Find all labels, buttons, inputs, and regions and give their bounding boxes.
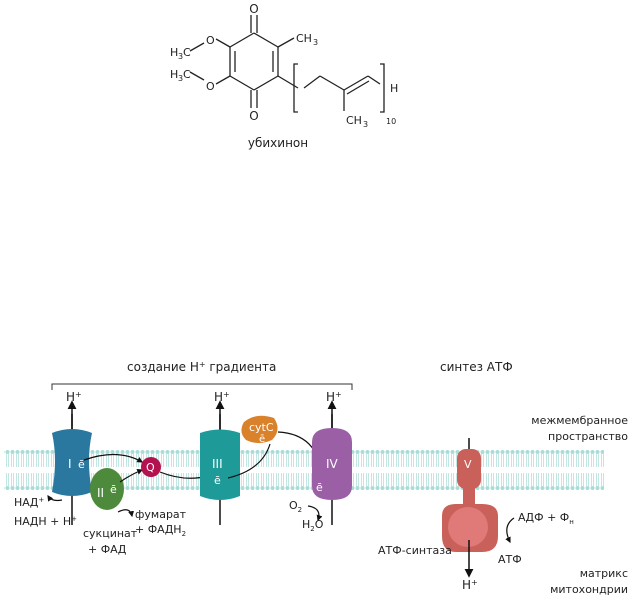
electron-path-3-cytc — [227, 443, 271, 479]
nadh-arrow — [47, 495, 63, 502]
o2-label: O2 — [289, 499, 302, 514]
methoxy-1-sub: 3 — [178, 52, 183, 61]
fad-label: + ФАД — [88, 543, 127, 556]
electron-path-1-q — [83, 453, 144, 463]
methoxy-2-h: H — [170, 68, 178, 81]
complex-1 — [52, 429, 92, 496]
atp-label: АТФ — [498, 553, 522, 566]
coenzyme-q — [141, 457, 161, 477]
complex-2 — [90, 468, 124, 510]
complex-5-rotor — [457, 449, 481, 489]
complex-3 — [200, 429, 240, 500]
methoxy-2-sub: 3 — [178, 74, 183, 83]
ring-methyl-sub: 3 — [313, 38, 318, 47]
chain-methyl-sub: 3 — [363, 120, 368, 129]
ring-methyl-label: CH — [296, 32, 312, 45]
complex-1-electron: ē — [78, 458, 85, 471]
nad-label: НАД+ — [14, 496, 44, 509]
complex-3-label: III — [212, 457, 223, 471]
complex-3-electron: ē — [214, 474, 221, 487]
complex-4 — [312, 428, 352, 500]
atom-o-top: O — [249, 2, 258, 16]
h2o-label: H2O — [302, 518, 324, 533]
complex-2-electron: ē — [110, 483, 117, 496]
proton-1: H+ — [66, 390, 82, 404]
proton-3: H+ — [214, 390, 230, 404]
adp-arrow — [505, 517, 515, 544]
molecule-name: убихинон — [248, 136, 308, 150]
complex-5-stalk — [463, 487, 475, 507]
complex-4-electron: ē — [316, 481, 323, 494]
methoxy-1-o: O — [206, 34, 215, 47]
matrix-label-2: митохондрии — [550, 583, 628, 596]
methoxy-2-o: O — [206, 80, 215, 93]
succinate-label: сукцинат — [83, 527, 138, 540]
complex-2-label: II — [97, 486, 104, 500]
adp-label: АДФ + Фн — [518, 511, 574, 526]
gradient-bracket — [51, 383, 353, 390]
intermembrane-label-1: межмембранное — [531, 414, 628, 427]
gradient-title: создание H+ градиента — [127, 360, 276, 374]
fumarate-label: фумарат — [135, 508, 187, 521]
q-label: Q — [146, 461, 155, 474]
methoxy-1-c: C — [183, 46, 191, 59]
electron-path-2-q — [119, 468, 144, 483]
proton-4: H+ — [326, 390, 342, 404]
matrix-label-1: матрикс — [580, 567, 628, 580]
proton-5: H+ — [462, 578, 478, 592]
cytc-label: cytC — [249, 421, 274, 434]
chain-end-h: H — [390, 82, 398, 95]
atp-synthase-label: АТФ-синтаза — [378, 544, 452, 557]
cytc-electron: ē — [259, 434, 265, 445]
repeat-count: 10 — [386, 117, 396, 126]
methoxy-1-h: H — [170, 46, 178, 59]
oxygen-arrow — [307, 505, 323, 522]
complex-4-label: IV — [326, 457, 339, 471]
intermembrane-label-2: пространство — [548, 430, 628, 443]
nadh-label: НАДН + H+ — [14, 515, 77, 528]
complex-1-label: I — [68, 457, 72, 471]
complex-5-label: V — [464, 458, 472, 471]
fadh2-label: + ФАДН2 — [135, 523, 186, 538]
succinate-arrow — [117, 509, 134, 518]
complex-5-head-highlight — [448, 507, 488, 547]
ubiquinone-structure — [189, 15, 385, 113]
atom-o-bottom: O — [249, 109, 258, 123]
chain-methyl-label: CH — [346, 114, 362, 127]
ubiquinone-labels: O O H 3 C O H 3 C O CH 3 CH 3 H 10 убихи… — [170, 2, 398, 150]
methoxy-2-c: C — [183, 68, 191, 81]
cytochrome-c — [241, 415, 278, 443]
synthesis-title: синтез АТФ — [440, 360, 513, 374]
